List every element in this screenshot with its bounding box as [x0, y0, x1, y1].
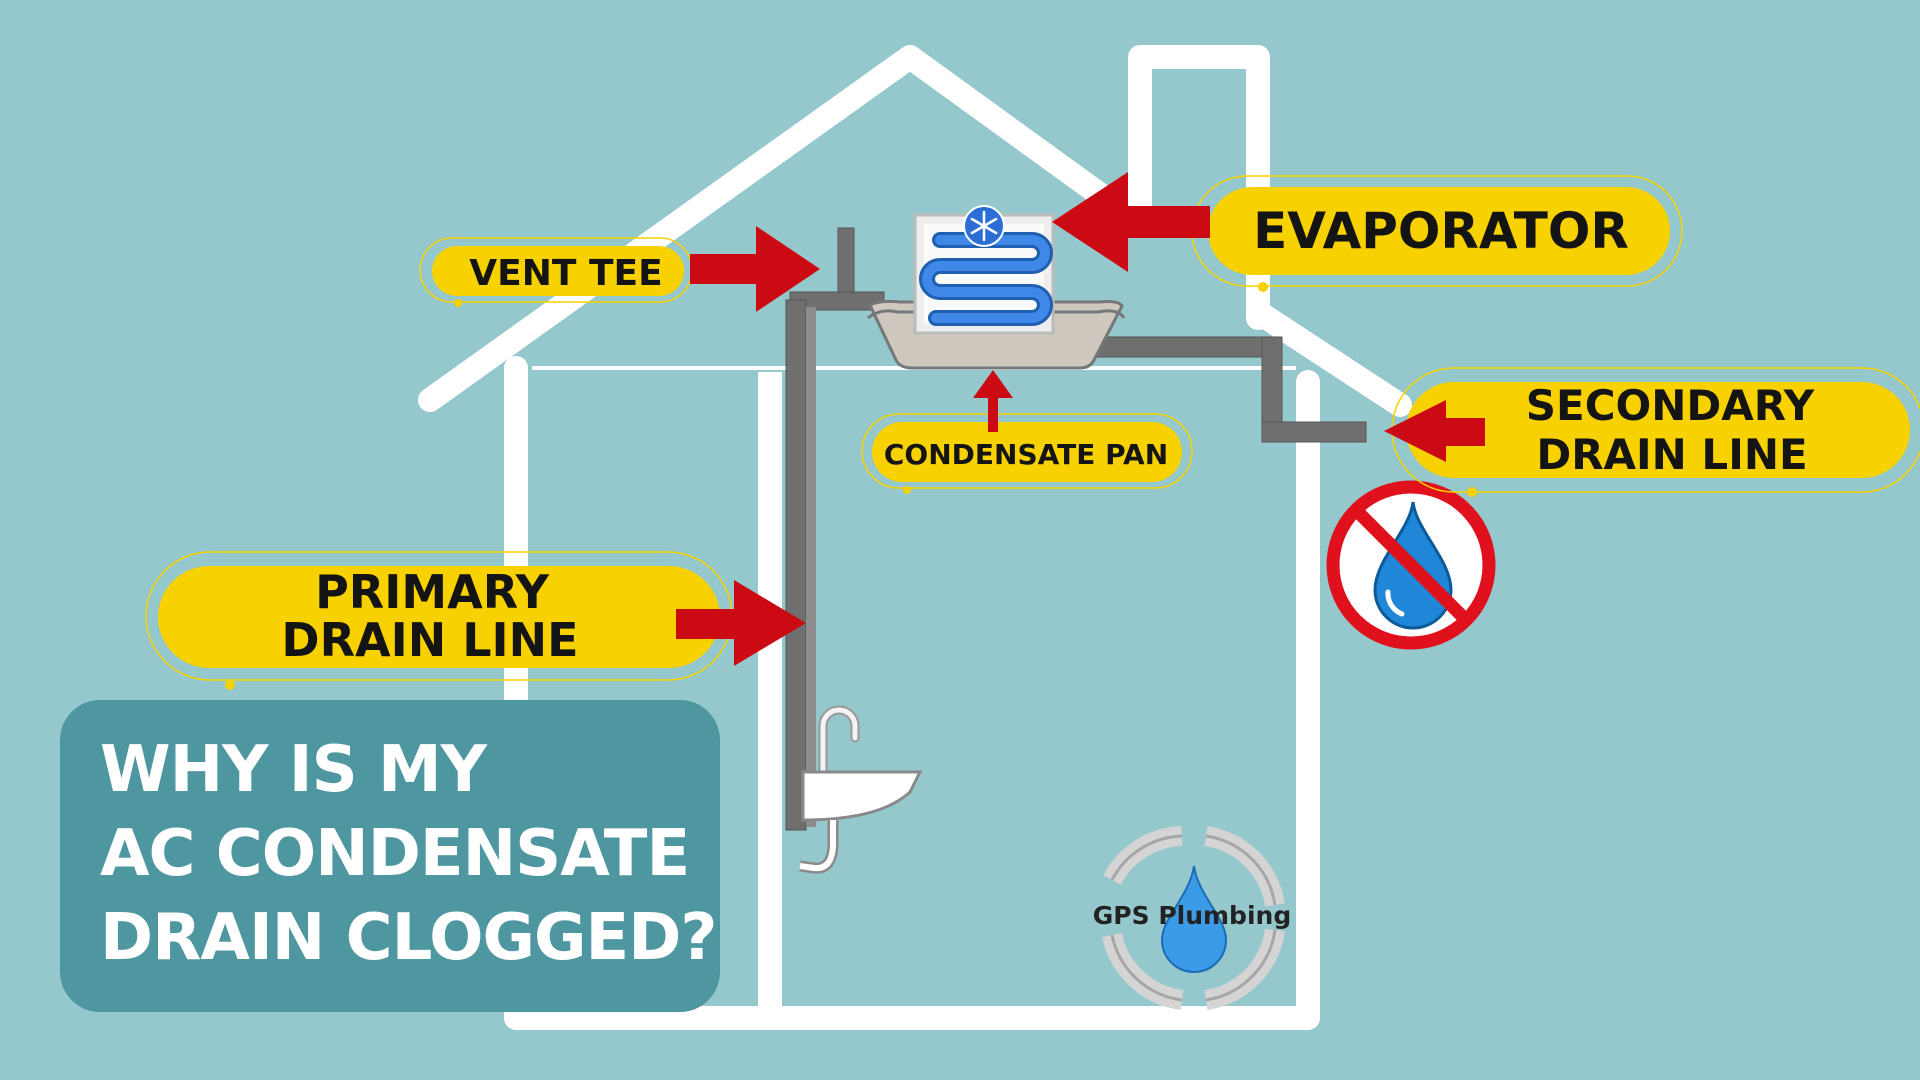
title-box: WHY IS MY AC CONDENSATE DRAIN CLOGGED? — [60, 700, 720, 1012]
evaporator-label: EVAPORATOR — [1253, 202, 1629, 260]
vent-tee-label: VENT TEE — [469, 253, 662, 294]
primary-drain-pipe — [785, 227, 885, 831]
title-line-3: DRAIN CLOGGED? — [100, 901, 717, 975]
primary-drain-label-line1: PRIMARY — [315, 565, 550, 619]
title-line-2: AC CONDENSATE — [100, 817, 690, 891]
water-drop-icon — [1160, 865, 1228, 973]
title-line-1: WHY IS MY — [100, 733, 487, 807]
label-primary-drain-line: PRIMARY DRAIN LINE — [145, 551, 733, 690]
label-condensate-pan: CONDENSATE PAN — [861, 413, 1193, 494]
arrow-condensate-pan — [973, 370, 1013, 432]
label-evaporator: EVAPORATOR — [1191, 175, 1683, 292]
label-secondary-drain-line: SECONDARY DRAIN LINE — [1391, 367, 1920, 497]
snowflake-icon — [963, 205, 1005, 247]
secondary-drain-label-line1: SECONDARY — [1526, 381, 1815, 430]
secondary-drain-label-line2: DRAIN LINE — [1536, 430, 1807, 479]
sink-icon — [799, 705, 923, 874]
no-water-icon — [1326, 480, 1496, 650]
label-vent-tee: VENT TEE — [419, 237, 693, 307]
primary-drain-label-line2: DRAIN LINE — [281, 613, 578, 667]
arrow-primary-drain — [676, 580, 806, 666]
secondary-drain-pipe — [1089, 336, 1367, 443]
arrow-evaporator — [1052, 172, 1210, 272]
arrow-secondary-drain — [1384, 400, 1485, 462]
gps-plumbing-logo: GPS Plumbing — [1093, 826, 1291, 1010]
condensate-pan-label: CONDENSATE PAN — [884, 438, 1168, 471]
logo-name: GPS Plumbing — [1093, 901, 1291, 930]
arrow-vent-tee — [690, 226, 820, 312]
